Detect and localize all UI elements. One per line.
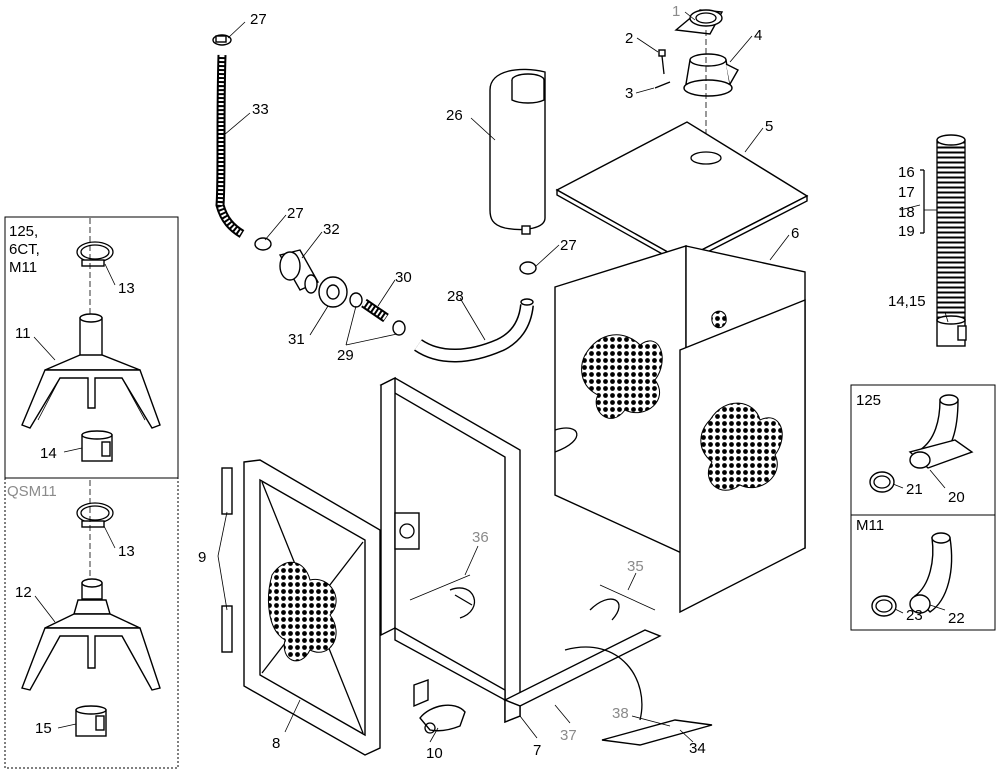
callout-30: 30	[395, 269, 412, 286]
inset-m11-right: M11	[850, 514, 996, 631]
callout-1: 1	[672, 3, 680, 20]
inset-125-right: 125	[850, 384, 996, 516]
callout-2: 2	[625, 30, 633, 47]
callout-7: 7	[533, 742, 541, 759]
latch-10	[413, 679, 466, 734]
callout-14-15: 14,15	[888, 293, 926, 310]
callout-21: 21	[906, 481, 923, 498]
callout-20: 20	[948, 489, 965, 506]
inset-125-6ct-m11: 125, 6CT, M11	[4, 216, 179, 479]
callout-13-bottom: 13	[118, 543, 135, 560]
callout-27-top: 27	[250, 11, 267, 28]
inset-label-line-1: 125,	[9, 223, 38, 240]
callout-27-mid: 27	[287, 205, 304, 222]
callout-18: 18	[898, 204, 915, 221]
flex-hose-33	[215, 54, 245, 238]
hinges-9	[221, 467, 233, 653]
callout-6: 6	[791, 225, 799, 242]
callout-9: 9	[198, 549, 206, 566]
callout-3: 3	[625, 85, 633, 102]
callout-labels: 27 33 27 32 31 29 30 28 26 27 1 2 3 4 5 …	[15, 3, 965, 762]
clamp-23	[871, 595, 897, 617]
door-frame-7	[379, 376, 662, 724]
flex-hose-16-19	[936, 134, 966, 321]
callout-11: 11	[15, 325, 31, 342]
bolt-2	[658, 49, 666, 75]
clamp-15	[75, 705, 107, 737]
door-8	[243, 459, 381, 756]
callout-15: 15	[35, 720, 52, 737]
seal-strip-34	[601, 719, 713, 746]
callout-36: 36	[472, 529, 489, 546]
inset-label-m11-right: M11	[856, 517, 884, 534]
callout-38: 38	[612, 705, 629, 722]
leader-lines	[33, 11, 949, 743]
check-valve-32	[278, 249, 319, 294]
exhaust-stack-12	[21, 578, 161, 691]
callout-32: 32	[323, 221, 340, 238]
clamp-14	[81, 430, 113, 462]
elbow-22	[909, 532, 953, 614]
inset-label-line-2: 6CT,	[9, 241, 40, 258]
clamp-13-bottom	[76, 502, 114, 528]
callout-13-top: 13	[118, 280, 135, 297]
clamp-14-15	[936, 315, 967, 347]
callout-33: 33	[252, 101, 269, 118]
clamp-27-mid	[254, 237, 272, 251]
gasket-29-b	[392, 320, 406, 336]
callout-35: 35	[627, 558, 644, 575]
roof-panel-5	[555, 121, 809, 267]
callout-34: 34	[689, 740, 706, 757]
clamp-13-top	[76, 241, 114, 267]
inset-label-line-3: M11	[9, 259, 37, 276]
callout-4: 4	[754, 27, 762, 44]
side-panel-6	[554, 245, 806, 614]
exhaust-stack-11	[21, 313, 161, 429]
callout-22: 22	[948, 610, 965, 627]
inset-label-qsm11: QSM11	[7, 483, 57, 500]
clamp-27-right	[519, 261, 537, 275]
callout-23: 23	[906, 607, 923, 624]
tailpipe-28	[414, 298, 534, 363]
callout-19: 19	[898, 223, 915, 240]
callout-31: 31	[288, 331, 305, 348]
callout-29: 29	[337, 347, 354, 364]
callout-28: 28	[447, 288, 464, 305]
clamp-27-top	[212, 34, 232, 46]
callout-14: 14	[40, 445, 57, 462]
rain-cap-1	[674, 9, 724, 35]
flange-31	[318, 276, 348, 308]
clamp-21	[869, 471, 895, 493]
callout-37: 37	[560, 727, 577, 744]
callout-16: 16	[898, 164, 915, 181]
gasket-29-a	[349, 292, 363, 308]
callout-17: 17	[898, 184, 915, 201]
callout-27-right: 27	[560, 237, 577, 254]
inset-qsm11: QSM11	[4, 477, 179, 769]
callout-8: 8	[272, 735, 280, 752]
spring-30	[361, 298, 389, 323]
callout-5: 5	[765, 118, 773, 135]
nut-3	[654, 81, 671, 89]
stack-adapter-4	[683, 53, 739, 97]
muffler-26	[489, 68, 546, 235]
callout-10: 10	[426, 745, 443, 762]
inset-label-125-right: 125	[856, 392, 881, 409]
callout-12: 12	[15, 584, 32, 601]
elbow-20	[908, 394, 974, 469]
callout-26: 26	[446, 107, 463, 124]
